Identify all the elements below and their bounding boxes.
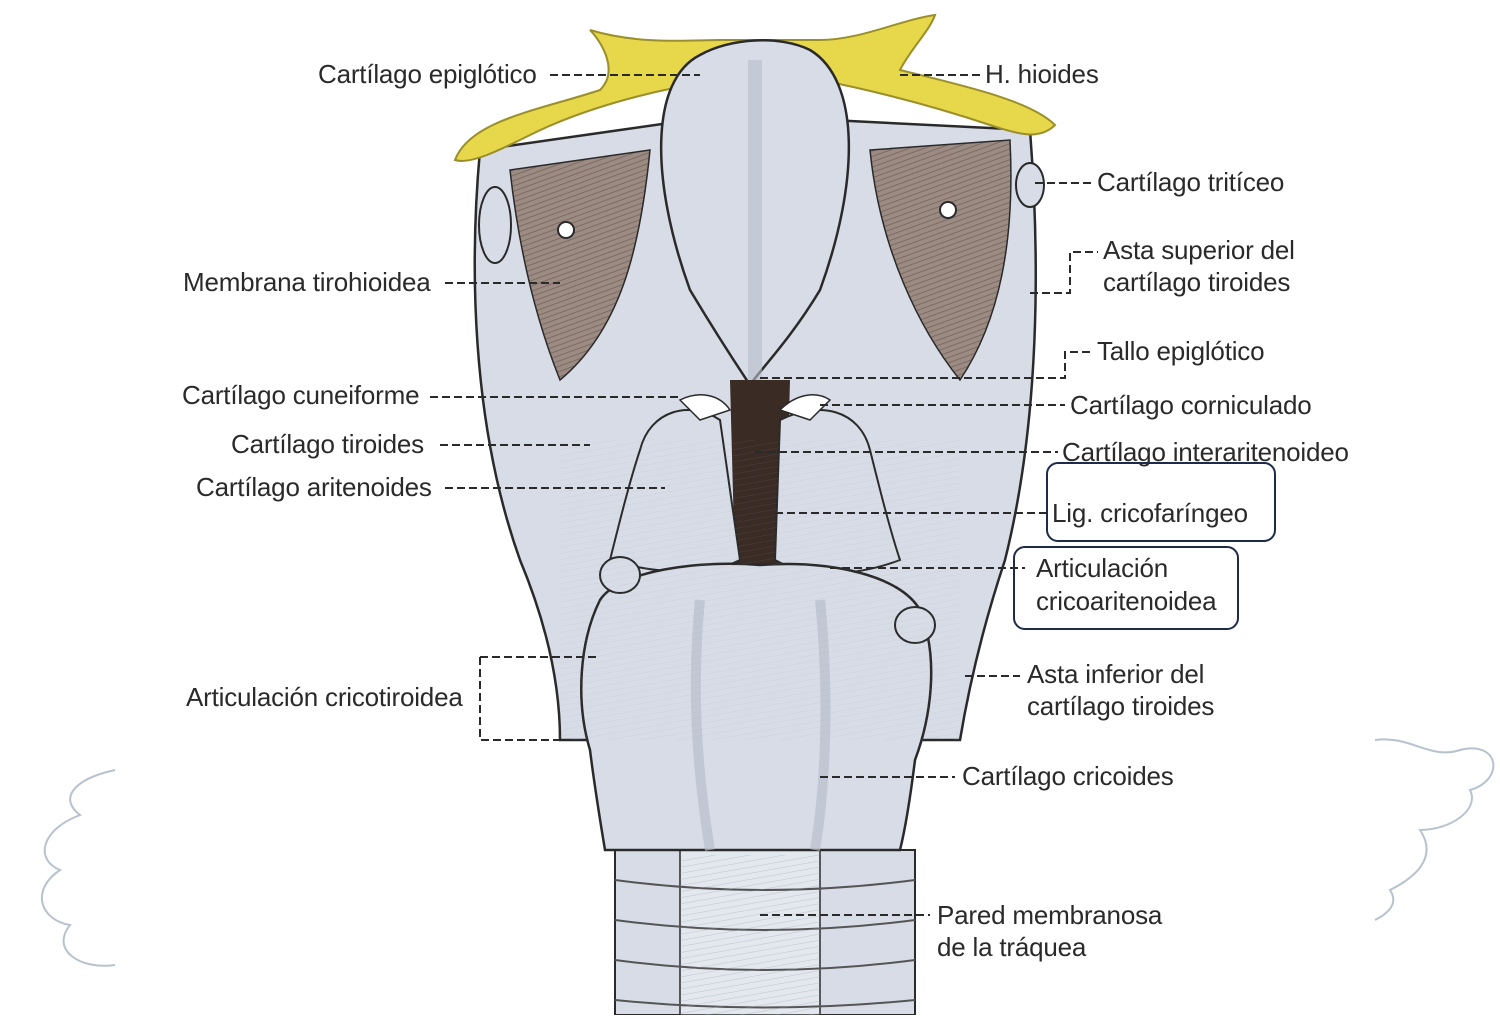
trachea bbox=[614, 849, 916, 1016]
label-membranous-wall-2: de la tráquea bbox=[937, 932, 1087, 962]
label-epiglottic-stalk: Tallo epiglótico bbox=[1097, 336, 1265, 366]
label-thyrohyoid-membrane: Membrana tirohioidea bbox=[183, 267, 431, 297]
label-cricothyroid-joint: Articulación cricotiroidea bbox=[186, 682, 463, 712]
highlight-box-cricoarytenoid bbox=[1013, 546, 1239, 630]
label-thyroid-cartilage: Cartílago tiroides bbox=[231, 429, 424, 459]
label-corniculate-cartilage: Cartílago corniculado bbox=[1070, 390, 1312, 420]
label-triticeous-cartilage: Cartílago tritíceo bbox=[1097, 167, 1285, 197]
label-inferior-horn-2: cartílago tiroides bbox=[1027, 691, 1215, 721]
thyrohyoid-membrane-left bbox=[509, 149, 651, 382]
label-cricoarytenoid-2: cricoaritenoidea bbox=[1036, 586, 1217, 616]
label-inferior-horn-1: Asta inferior del bbox=[1027, 659, 1205, 689]
label-epiglottic-cartilage: Cartílago epiglótico bbox=[318, 59, 537, 89]
paper-edge-left bbox=[40, 769, 116, 967]
paper-edge-right bbox=[1374, 738, 1495, 921]
label-membranous-wall-1: Pared membranosa bbox=[937, 900, 1163, 930]
label-cricopharyngeal-ligament: Lig. cricofaríngeo bbox=[1052, 498, 1248, 528]
label-hyoid-bone: H. hioides bbox=[985, 59, 1099, 89]
label-superior-horn-2: cartílago tiroides bbox=[1103, 267, 1291, 297]
label-cuneiform-cartilage: Cartílago cuneiforme bbox=[182, 380, 420, 410]
label-cricoarytenoid-1: Articulación bbox=[1036, 553, 1168, 583]
highlight-box-cricopharyngeal bbox=[1046, 462, 1276, 542]
label-arytenoid-cartilage: Cartílago aritenoides bbox=[196, 472, 432, 502]
label-cricoid-cartilage: Cartílago cricoides bbox=[962, 761, 1174, 791]
hyoid-bone bbox=[453, 13, 1057, 162]
thyrohyoid-membrane-right bbox=[869, 139, 1012, 382]
label-superior-horn-1: Asta superior del bbox=[1103, 235, 1295, 265]
leader-lines bbox=[430, 74, 1098, 916]
